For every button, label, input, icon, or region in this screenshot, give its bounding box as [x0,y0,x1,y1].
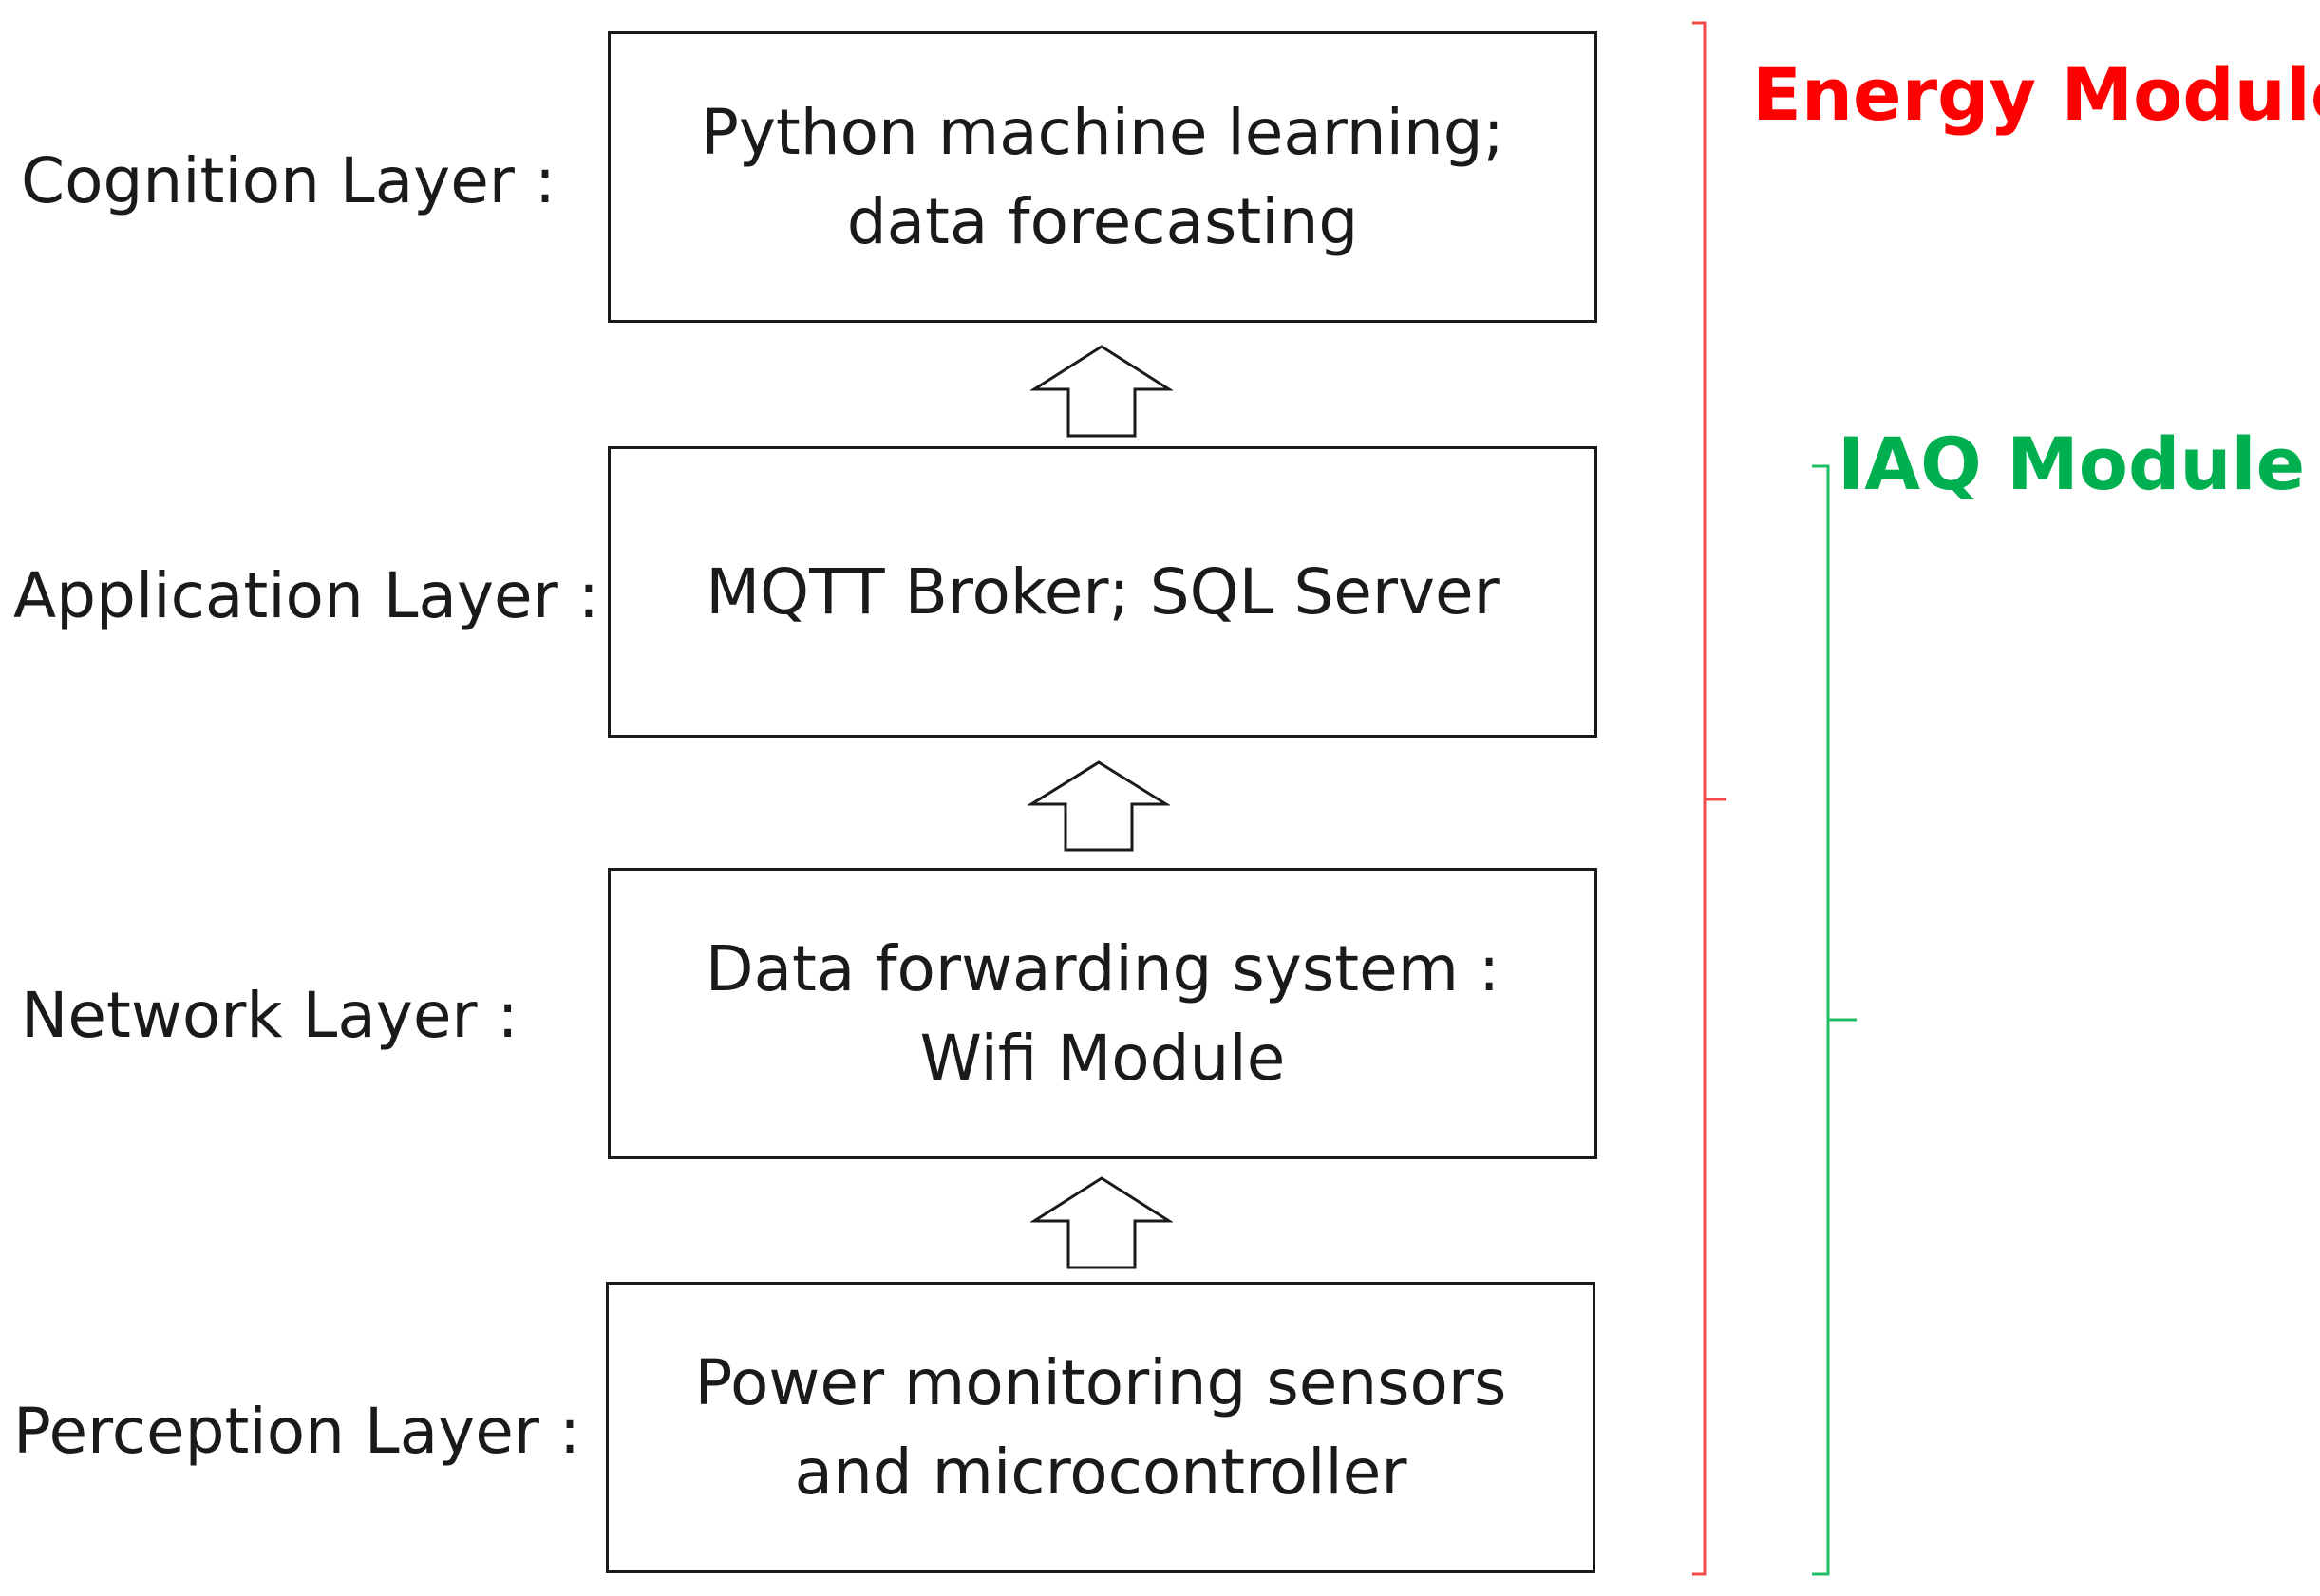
iaq-module-bracket [1812,464,1857,1576]
application-layer-text: MQTT Broker; SQL Server [706,554,1500,629]
energy-module-bracket [1692,21,1726,1576]
arrow-up-icon [1030,345,1173,438]
layer-label-application: Application Layer : [13,559,599,632]
arrow-up-icon [1030,1176,1173,1269]
energy-module-title: Energy Module [1752,52,2320,137]
layer-label-network: Network Layer : [21,979,519,1052]
iaq-module-title: IAQ Module [1838,422,2306,506]
layer-label-cognition: Cognition Layer : [21,144,556,217]
arrow-up-icon [1028,760,1170,852]
layer-label-perception: Perception Layer : [13,1395,581,1468]
perception-layer-text: Power monitoring sensors and microcontro… [694,1345,1507,1509]
application-layer-box: MQTT Broker; SQL Server [608,446,1597,738]
cognition-layer-text: Python machine learning; data forecastin… [701,95,1504,258]
network-layer-text: Data forwarding system : Wifi Module [705,931,1500,1095]
cognition-layer-box: Python machine learning; data forecastin… [608,31,1597,323]
perception-layer-box: Power monitoring sensors and microcontro… [606,1282,1595,1573]
network-layer-box: Data forwarding system : Wifi Module [608,868,1597,1159]
